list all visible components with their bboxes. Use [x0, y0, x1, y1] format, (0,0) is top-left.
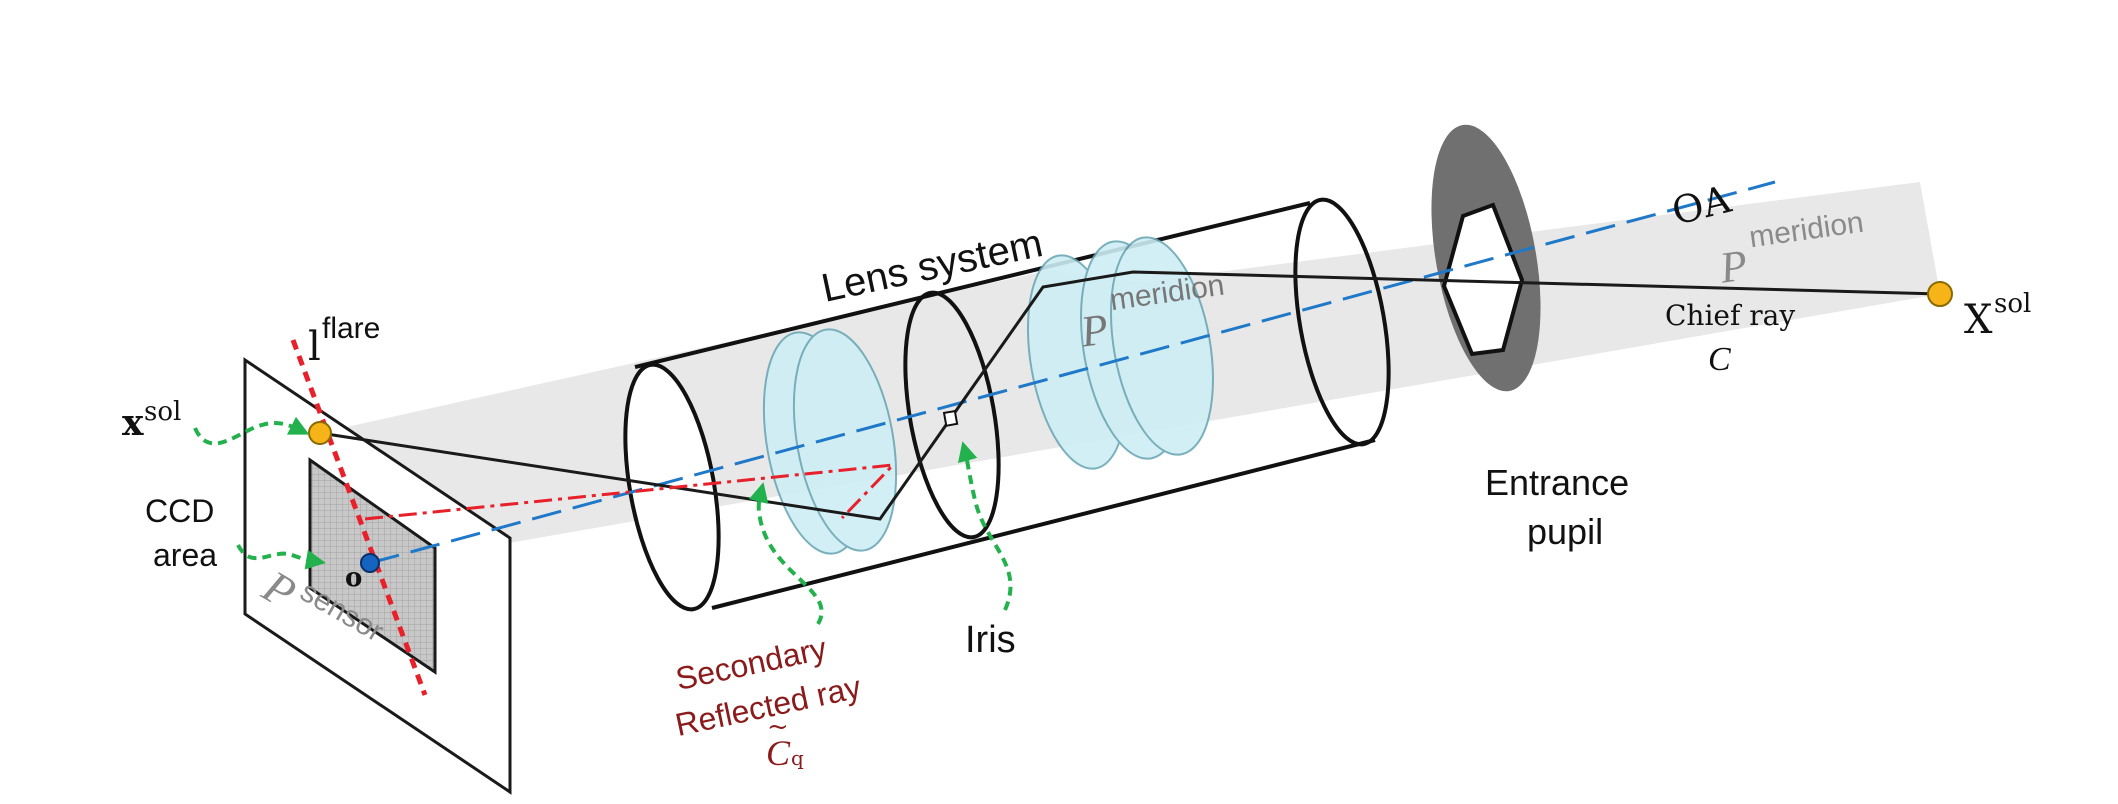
curved-arrow-icon [236, 543, 326, 570]
curved-arrow-icons [193, 416, 1013, 626]
x-sol-world-label: X sol [1964, 289, 2031, 343]
entrance-pupil-label-2: pupil [1527, 511, 1603, 552]
secondary-subscript: q [791, 746, 804, 770]
x-sol-image-base: x [122, 402, 144, 444]
curved-arrow-icon [957, 441, 1013, 611]
chief-ray-label: Chief ray [1665, 299, 1795, 332]
x-sol-world-base: X [1964, 297, 1993, 343]
pupil-aperture [1441, 202, 1525, 357]
iris-label: Iris [965, 619, 1016, 661]
secondary-reflected-ray [364, 463, 897, 521]
ccd-area-label-2: area [153, 537, 217, 573]
x-sol-image-label: x sol [122, 397, 181, 444]
ccd-area-label-1: CCD [145, 493, 214, 529]
chief-ray-symbol: C [1708, 341, 1731, 378]
x-sol-world-point-icon [1927, 281, 1953, 307]
p-meridion-right-base: P [1716, 240, 1750, 292]
lens-elements [762, 236, 1214, 555]
curved-arrow-icon [193, 416, 310, 446]
x-sol-world-sup: sol [1994, 289, 2031, 319]
curved-arrow-icon [748, 482, 824, 626]
iris-ring [903, 290, 1001, 540]
iris-marker [942, 409, 959, 427]
origin-label: o [345, 563, 362, 593]
entrance-pupil-label-1: Entrance [1485, 462, 1629, 503]
p-meridion-lens-base: P [1077, 304, 1111, 356]
l-flare-label: l flare [308, 312, 380, 370]
secondary-symbol: C [766, 733, 791, 773]
origin-point-icon [360, 553, 380, 573]
l-flare-base: l [308, 324, 321, 370]
secondary-tilde: ~ [767, 712, 789, 742]
flare-line [290, 339, 428, 696]
chief-ray [319, 270, 1941, 521]
secondary-reflected-ray-label: Secondary Reflected ray [672, 630, 864, 743]
optical-axis [369, 180, 1776, 565]
l-flare-sup: flare [322, 312, 380, 345]
x-sol-image-point-icon [308, 421, 332, 445]
x-sol-image-sup: sol [144, 397, 181, 427]
